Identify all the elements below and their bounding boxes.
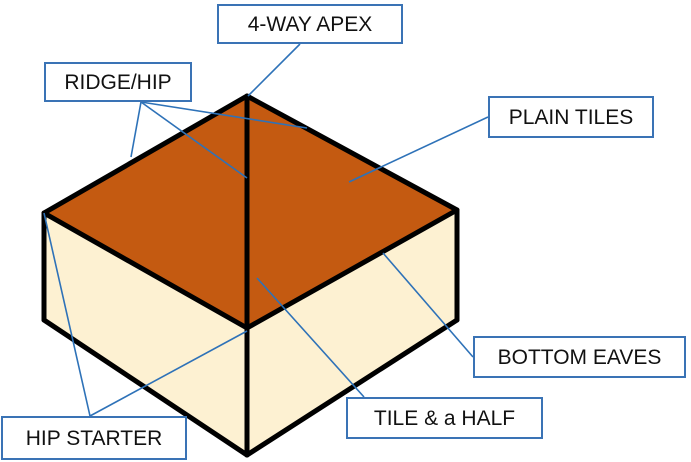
left-base-edge (41, 317, 250, 458)
label-ridge-hip-text: RIDGE/HIP (64, 70, 172, 94)
label-ridge-hip: RIDGE/HIP (44, 62, 192, 102)
ridge-leader-3 (130, 101, 142, 158)
label-tile-and-half: TILE & a HALF (346, 397, 543, 439)
label-bottom-eaves-text: BOTTOM EAVES (497, 345, 662, 369)
label-plain-tiles-text: PLAIN TILES (508, 105, 634, 129)
hip-starter-leader-2 (89, 330, 248, 417)
tile-half-leader (256, 277, 365, 398)
plain-tiles-leader (348, 116, 489, 183)
label-hip-starter-text: HIP STARTER (25, 426, 163, 450)
right-wall (247, 210, 457, 455)
hip-starter-leader-1 (43, 212, 91, 417)
right-base-edge (244, 317, 460, 458)
label-4-way-apex-text: 4-WAY APEX (247, 12, 373, 36)
label-hip-starter: HIP STARTER (1, 416, 187, 460)
label-bottom-eaves: BOTTOM EAVES (473, 336, 686, 378)
left-wall (44, 213, 247, 455)
label-tile-and-half-text: TILE & a HALF (373, 406, 516, 430)
label-plain-tiles: PLAIN TILES (488, 96, 654, 138)
ridge-leader-2 (140, 101, 248, 179)
apex-leader (247, 43, 301, 97)
eaves-leader (382, 252, 474, 358)
ridge-leader-1 (140, 101, 308, 129)
label-4-way-apex: 4-WAY APEX (217, 4, 403, 44)
